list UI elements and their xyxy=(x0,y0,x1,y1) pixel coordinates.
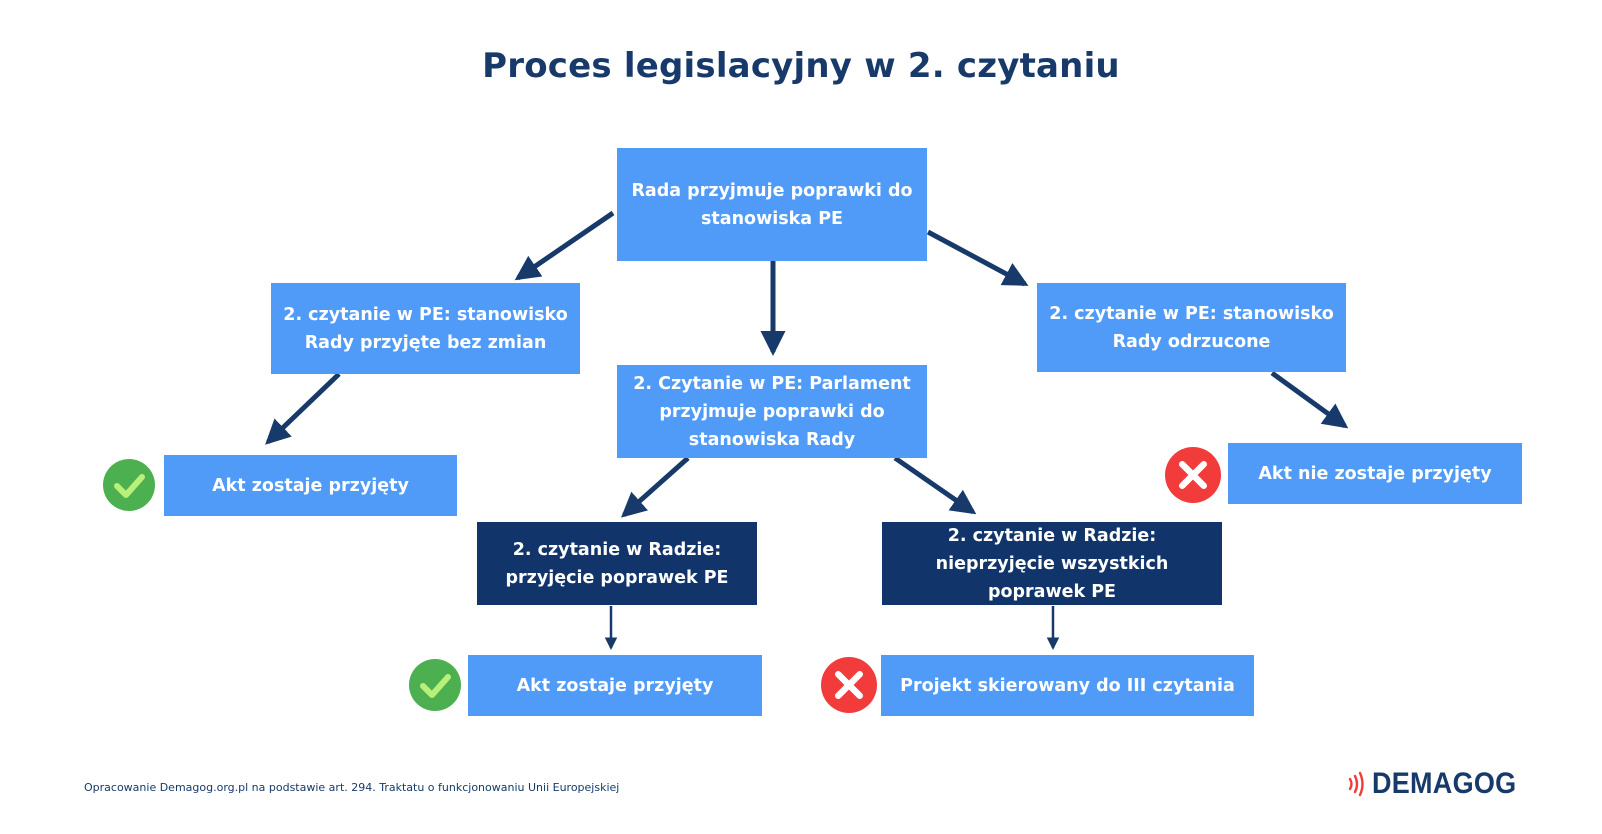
arrow-parlament-to-rada-nieprzyjecie xyxy=(893,455,977,515)
page-title: Proces legislacyjny w 2. czytaniu xyxy=(482,46,1120,86)
arrow-odrzucone-to-akt-nie xyxy=(1270,370,1349,429)
node-label: Rada przyjmuje poprawki do stanowiska PE xyxy=(631,180,913,229)
x-circle-icon xyxy=(1165,447,1221,503)
x-circle-icon xyxy=(821,657,877,713)
node-rada-przyjecie-poprawek: 2. czytanie w Radzie: przyjęcie poprawek… xyxy=(477,522,757,605)
node-akt-nie-przyjety: Akt nie zostaje przyjęty xyxy=(1228,443,1522,504)
arrow-rada-to-odrzucone xyxy=(926,229,1029,287)
node-pe-bez-zmian: 2. czytanie w PE: stanowisko Rady przyję… xyxy=(271,283,580,374)
node-rada-nieprzyjecie-poprawek: 2. czytanie w Radzie: nieprzyjęcie wszys… xyxy=(882,522,1222,605)
node-rada-przyjmuje-poprawki: Rada przyjmuje poprawki do stanowiska PE xyxy=(617,148,927,261)
source-note: Opracowanie Demagog.org.pl na podstawie … xyxy=(84,781,620,794)
node-pe-odrzucone: 2. czytanie w PE: stanowisko Rady odrzuc… xyxy=(1037,283,1346,372)
node-label: 2. Czytanie w PE: Parlament przyjmuje po… xyxy=(633,373,911,450)
node-label: 2. czytanie w PE: stanowisko Rady odrzuc… xyxy=(1049,303,1334,352)
arrow-rada-to-bez-zmian xyxy=(514,210,615,281)
node-label: 2. czytanie w Radzie: nieprzyjęcie wszys… xyxy=(935,525,1169,602)
node-label: 2. czytanie w PE: stanowisko Rady przyję… xyxy=(283,304,568,353)
signal-waves-icon xyxy=(1348,771,1364,797)
node-label: 2. czytanie w Radzie: przyjęcie poprawek… xyxy=(505,539,729,588)
arrow-bez-zmian-to-akt xyxy=(265,372,341,445)
node-akt-przyjety-2: Akt zostaje przyjęty xyxy=(468,655,762,716)
node-label: Projekt skierowany do III czytania xyxy=(900,675,1235,696)
node-label: Akt nie zostaje przyjęty xyxy=(1258,463,1492,484)
check-circle-icon xyxy=(409,659,461,711)
node-pe-parlament-poprawki: 2. Czytanie w PE: Parlament przyjmuje po… xyxy=(617,365,927,458)
check-circle-icon xyxy=(103,459,155,511)
node-label: Akt zostaje przyjęty xyxy=(516,675,714,696)
arrow-parlament-to-rada-przyjecie xyxy=(621,456,690,518)
logo-text: DEMAGOG xyxy=(1372,767,1517,800)
node-akt-przyjety-1: Akt zostaje przyjęty xyxy=(164,455,457,516)
node-label: Akt zostaje przyjęty xyxy=(212,475,409,496)
node-projekt-iii-czytanie: Projekt skierowany do III czytania xyxy=(881,655,1254,716)
demagog-logo: DEMAGOG xyxy=(1347,767,1532,801)
